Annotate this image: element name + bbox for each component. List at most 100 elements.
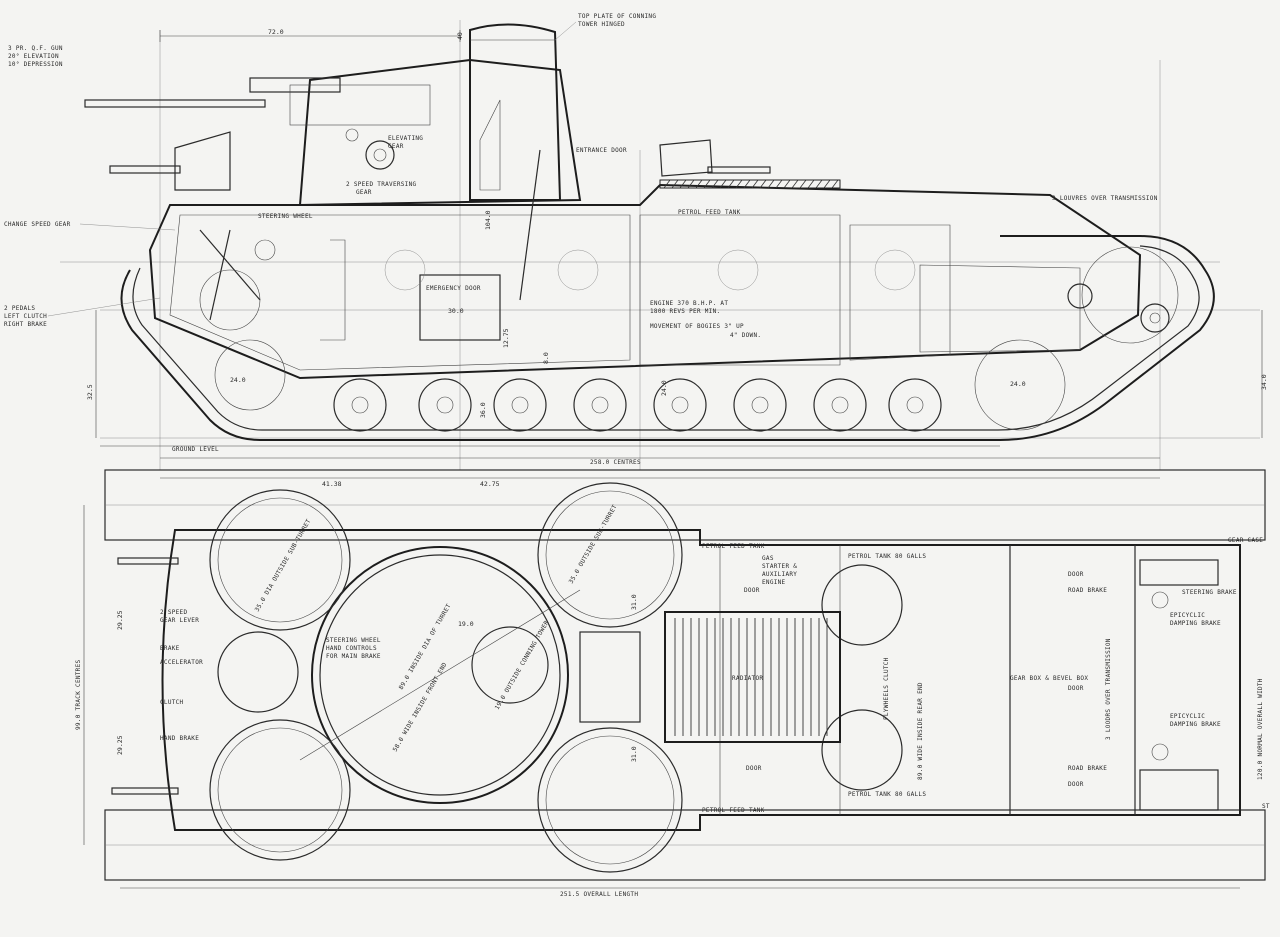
svg-text:PETROL FEED TANK: PETROL FEED TANK bbox=[702, 807, 765, 814]
svg-text:8.0: 8.0 bbox=[542, 352, 550, 364]
plan-main-turret bbox=[311, 546, 569, 804]
svg-text:ENTRANCE DOOR: ENTRANCE DOOR bbox=[576, 147, 627, 154]
svg-text:GROUND LEVEL: GROUND LEVEL bbox=[172, 446, 219, 453]
svg-text:GEAR CASE: GEAR CASE bbox=[1228, 537, 1263, 544]
svg-text:PETROL FEED TANK: PETROL FEED TANK bbox=[702, 543, 765, 550]
svg-text:CLUTCH: CLUTCH bbox=[160, 699, 184, 706]
svg-text:EMERGENCY DOOR: EMERGENCY DOOR bbox=[426, 285, 481, 292]
hull bbox=[148, 183, 1142, 380]
svg-text:HAND CONTROLS: HAND CONTROLS bbox=[326, 645, 377, 652]
svg-text:GEAR: GEAR bbox=[356, 189, 372, 196]
front-sub-turret bbox=[174, 131, 231, 191]
svg-text:2 SPEED: 2 SPEED bbox=[160, 609, 187, 616]
svg-text:DOOR: DOOR bbox=[1068, 571, 1084, 578]
svg-text:120.0 NORMAL OVERALL WIDTH: 120.0 NORMAL OVERALL WIDTH bbox=[1257, 678, 1264, 780]
emergency-door bbox=[419, 274, 501, 341]
main-gun-barrel bbox=[84, 99, 266, 108]
svg-text:ACCELERATOR: ACCELERATOR bbox=[160, 659, 203, 666]
rear-mg bbox=[707, 166, 771, 174]
svg-text:HAND BRAKE: HAND BRAKE bbox=[160, 735, 199, 742]
svg-text:10° DEPRESSION: 10° DEPRESSION bbox=[8, 61, 63, 68]
svg-text:36.0: 36.0 bbox=[479, 402, 487, 418]
svg-text:RADIATOR: RADIATOR bbox=[732, 675, 763, 682]
svg-text:ROAD BRAKE: ROAD BRAKE bbox=[1068, 587, 1107, 594]
plan-flywheel-bottom bbox=[821, 709, 903, 791]
svg-text:TOWER HINGED: TOWER HINGED bbox=[578, 21, 625, 28]
elevating-gear-wheel bbox=[365, 140, 395, 170]
svg-text:LEFT CLUTCH: LEFT CLUTCH bbox=[4, 313, 47, 320]
svg-text:32.5: 32.5 bbox=[86, 384, 94, 400]
svg-text:STEERING BRAKE: STEERING BRAKE bbox=[1182, 589, 1237, 596]
plan-sub-turret-front-right bbox=[209, 719, 351, 861]
plan-sub-turret-rear-left bbox=[537, 482, 683, 628]
plan-sub-turret-front-left bbox=[209, 489, 351, 631]
svg-text:24.0: 24.0 bbox=[1010, 380, 1026, 388]
svg-text:CHANGE SPEED GEAR: CHANGE SPEED GEAR bbox=[4, 221, 71, 228]
svg-text:GEAR BOX & BEVEL BOX: GEAR BOX & BEVEL BOX bbox=[1010, 675, 1088, 682]
svg-text:34.0: 34.0 bbox=[1260, 374, 1268, 390]
svg-text:STEERING WHEEL: STEERING WHEEL bbox=[258, 213, 313, 220]
rear-sub-turret bbox=[659, 139, 713, 177]
svg-text:1800 REVS PER MIN.: 1800 REVS PER MIN. bbox=[650, 308, 720, 315]
svg-text:4" DOWN.: 4" DOWN. bbox=[730, 332, 761, 339]
svg-text:GEAR: GEAR bbox=[388, 143, 404, 150]
svg-text:MOVEMENT OF BOGIES 3" UP: MOVEMENT OF BOGIES 3" UP bbox=[650, 323, 744, 330]
svg-text:DOOR: DOOR bbox=[1068, 685, 1084, 692]
svg-text:EPICYCLIC: EPICYCLIC bbox=[1170, 612, 1205, 619]
svg-text:PETROL TANK 80 GALLS: PETROL TANK 80 GALLS bbox=[848, 553, 926, 560]
front-mg bbox=[109, 165, 181, 174]
svg-text:DAMPING BRAKE: DAMPING BRAKE bbox=[1170, 620, 1221, 627]
svg-text:AUXILIARY: AUXILIARY bbox=[762, 571, 797, 578]
svg-text:FLYWHEELS CLUTCH: FLYWHEELS CLUTCH bbox=[883, 657, 890, 720]
svg-text:258.0 CENTRES: 258.0 CENTRES bbox=[590, 459, 641, 466]
svg-text:DAMPING BRAKE: DAMPING BRAKE bbox=[1170, 721, 1221, 728]
svg-text:DOOR: DOOR bbox=[1068, 781, 1084, 788]
plan-flywheel-top bbox=[821, 564, 903, 646]
svg-text:29.25: 29.25 bbox=[116, 735, 124, 755]
plan-conning-tower bbox=[471, 626, 549, 704]
svg-text:89.0 WIDE INSIDE REAR END: 89.0 WIDE INSIDE REAR END bbox=[917, 682, 924, 780]
svg-text:ST: ST bbox=[1262, 803, 1270, 810]
svg-text:STARTER &: STARTER & bbox=[762, 563, 797, 570]
svg-text:31.0: 31.0 bbox=[630, 746, 638, 762]
svg-text:40: 40 bbox=[456, 32, 464, 40]
plan-sub-turret-rear-right bbox=[537, 727, 683, 873]
svg-text:EPICYCLIC: EPICYCLIC bbox=[1170, 713, 1205, 720]
svg-text:104.0: 104.0 bbox=[484, 210, 492, 230]
svg-text:ENGINE 370 B.H.P. AT: ENGINE 370 B.H.P. AT bbox=[650, 300, 728, 307]
svg-text:42.75: 42.75 bbox=[480, 480, 500, 488]
svg-text:ENGINE: ENGINE bbox=[762, 579, 786, 586]
svg-text:2 SPEED TRAVERSING: 2 SPEED TRAVERSING bbox=[346, 181, 417, 188]
plan-view: 41.38 42.75 251.5 OVERALL LENGTH 99.0 TR… bbox=[75, 469, 1270, 898]
svg-text:24.0: 24.0 bbox=[660, 380, 668, 396]
main-turret bbox=[298, 58, 582, 207]
svg-text:FOR MAIN BRAKE: FOR MAIN BRAKE bbox=[326, 653, 381, 660]
svg-text:2 PEDALS: 2 PEDALS bbox=[4, 305, 35, 312]
svg-text:RIGHT BRAKE: RIGHT BRAKE bbox=[4, 321, 47, 328]
svg-text:3 LOUVRES OVER TRANSMISSION: 3 LOUVRES OVER TRANSMISSION bbox=[1052, 195, 1158, 202]
svg-text:PETROL TANK 80 GALLS: PETROL TANK 80 GALLS bbox=[848, 791, 926, 798]
svg-text:3 LOODRS OVER TRANSMISSION: 3 LOODRS OVER TRANSMISSION bbox=[1105, 638, 1112, 740]
svg-text:29.25: 29.25 bbox=[116, 610, 124, 630]
dim-72: 72.0 bbox=[268, 28, 284, 36]
svg-text:BRAKE: BRAKE bbox=[160, 645, 180, 652]
hatched-strip bbox=[663, 179, 839, 189]
rear-hatch bbox=[579, 631, 641, 723]
svg-text:GAS: GAS bbox=[762, 555, 774, 562]
svg-text:19.0: 19.0 bbox=[458, 620, 474, 628]
svg-text:3 PR. Q.F. GUN: 3 PR. Q.F. GUN bbox=[8, 45, 63, 52]
svg-text:DOOR: DOOR bbox=[746, 765, 762, 772]
svg-text:ELEVATING: ELEVATING bbox=[388, 135, 423, 142]
svg-text:24.0: 24.0 bbox=[230, 376, 246, 384]
svg-text:31.0: 31.0 bbox=[630, 594, 638, 610]
conning-tower bbox=[469, 23, 562, 201]
svg-text:TOP PLATE OF CONNING: TOP PLATE OF CONNING bbox=[578, 13, 656, 20]
svg-text:DOOR: DOOR bbox=[744, 587, 760, 594]
svg-text:PETROL FEED TANK: PETROL FEED TANK bbox=[678, 209, 741, 216]
radiator bbox=[664, 611, 841, 743]
plan-hull bbox=[161, 529, 1241, 831]
svg-text:GEAR LEVER: GEAR LEVER bbox=[160, 617, 199, 624]
side-elevation: 72.0 bbox=[4, 13, 1268, 470]
